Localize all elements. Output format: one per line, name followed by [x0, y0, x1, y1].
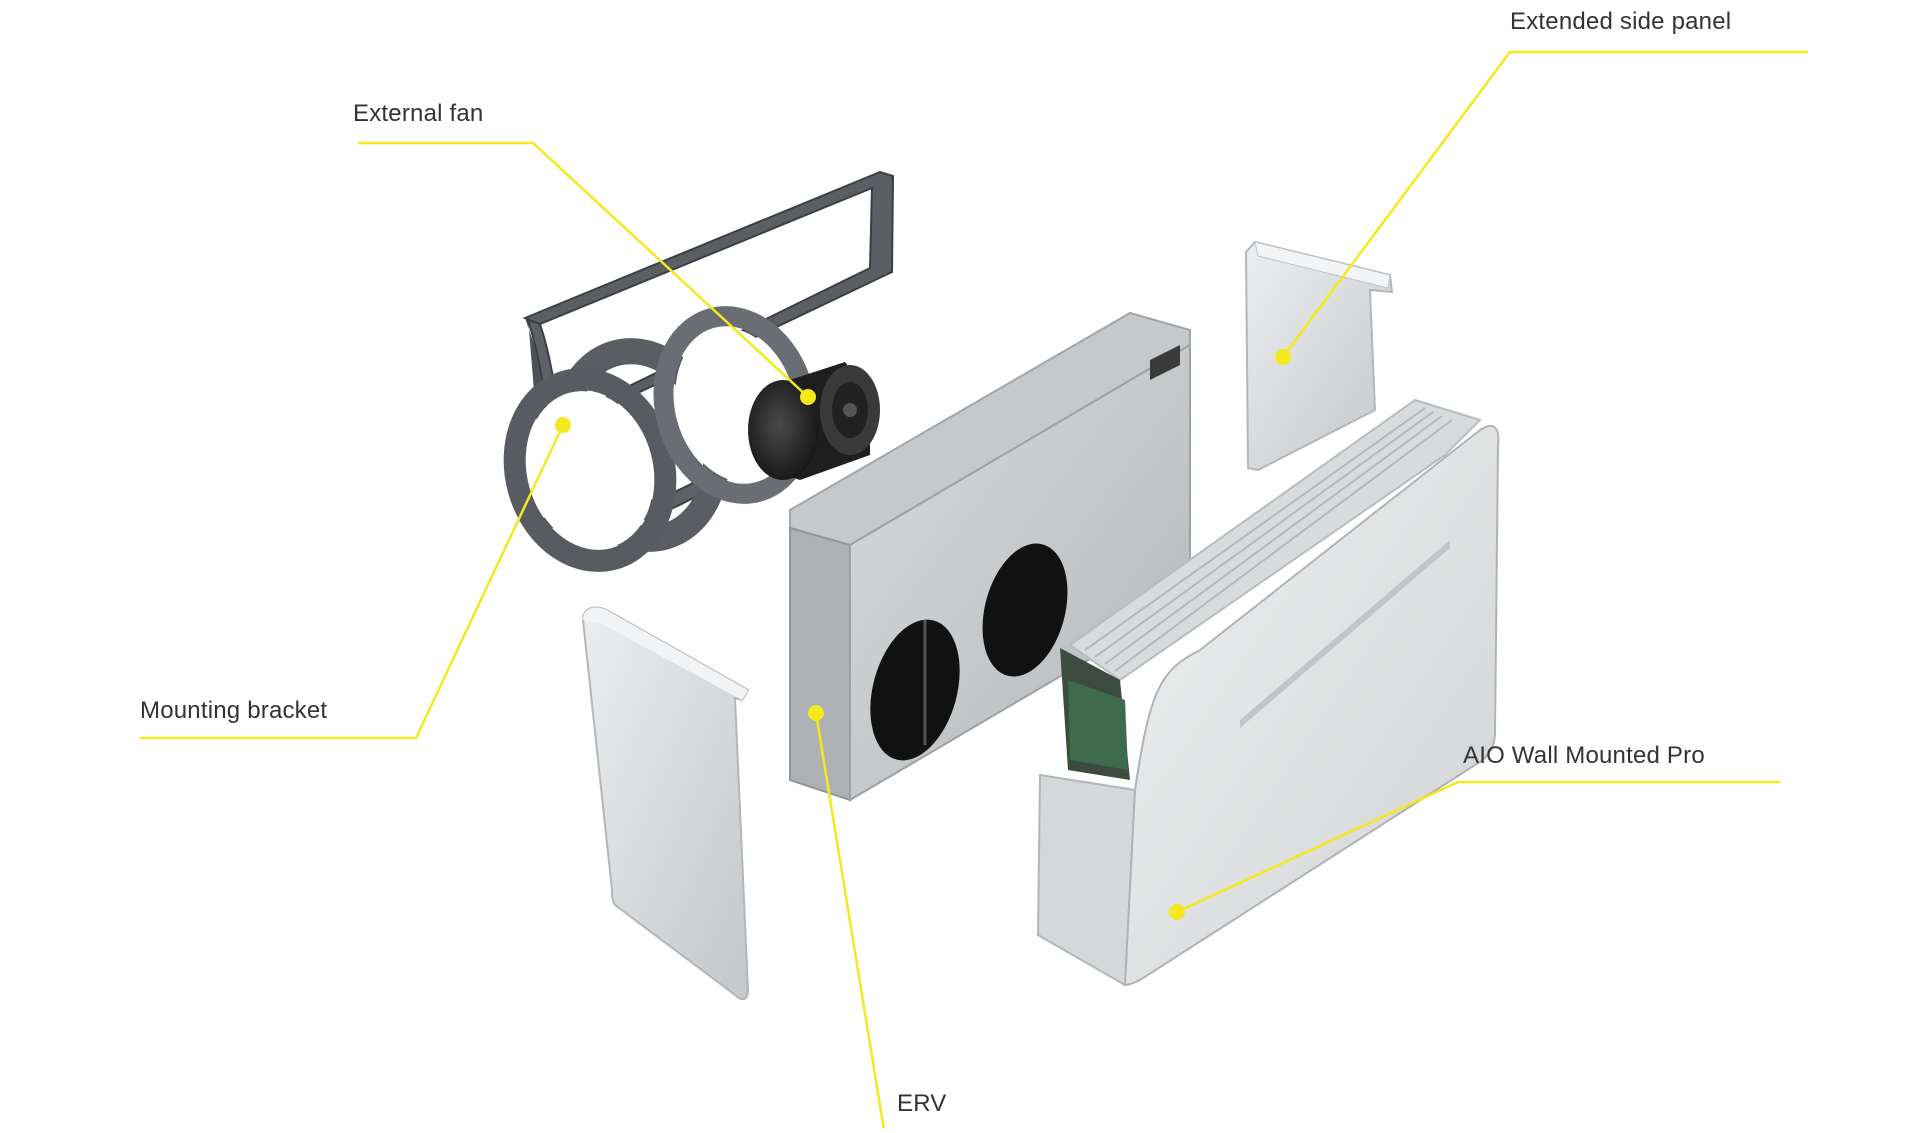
leader-dots — [555, 349, 1291, 920]
dot-extended-side-panel — [1275, 349, 1291, 365]
external-fan-part — [748, 362, 880, 480]
label-external-fan: External fan — [353, 100, 484, 127]
dot-aio-wall-mounted-pro — [1169, 904, 1185, 920]
dot-mounting-bracket — [555, 417, 571, 433]
dot-external-fan — [800, 389, 816, 405]
leader-aio-wall-mounted-pro — [1176, 780, 1780, 914]
left-end-panel-part — [581, 606, 750, 1001]
aio-unit-part — [1036, 398, 1500, 987]
label-erv: ERV — [897, 1090, 947, 1117]
leader-extended-side-panel — [1281, 50, 1808, 358]
label-mounting-bracket: Mounting bracket — [140, 697, 328, 724]
erv-part — [789, 311, 1191, 802]
label-extended-side-panel: Extended side panel — [1510, 8, 1732, 35]
extended-side-panel-part — [1244, 240, 1394, 472]
leader-external-fan — [358, 141, 809, 398]
dot-erv — [808, 705, 824, 721]
leader-mounting-bracket — [140, 424, 565, 740]
label-aio-wall-mounted-pro: AIO Wall Mounted Pro — [1463, 742, 1705, 769]
